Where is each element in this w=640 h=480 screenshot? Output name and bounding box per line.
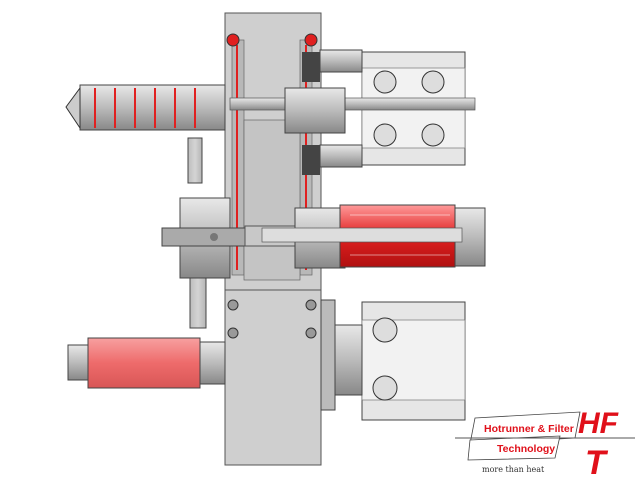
logo-mark-hf: HF (578, 407, 619, 440)
bottom-pneumatic-cylinder (320, 299, 466, 421)
logo-mark-t: T (585, 444, 609, 480)
bottom-heater-cartridge (67, 337, 226, 389)
logo-line2: Technology (497, 443, 555, 455)
logo-tagline: more than heat (482, 465, 545, 474)
hft-logo: Hotrunner & Filter Technology more than … (455, 407, 635, 480)
logo-line1: Hotrunner & Filter (484, 423, 574, 435)
middle-heater-band (261, 204, 486, 269)
top-nozzle-heater (65, 84, 476, 184)
